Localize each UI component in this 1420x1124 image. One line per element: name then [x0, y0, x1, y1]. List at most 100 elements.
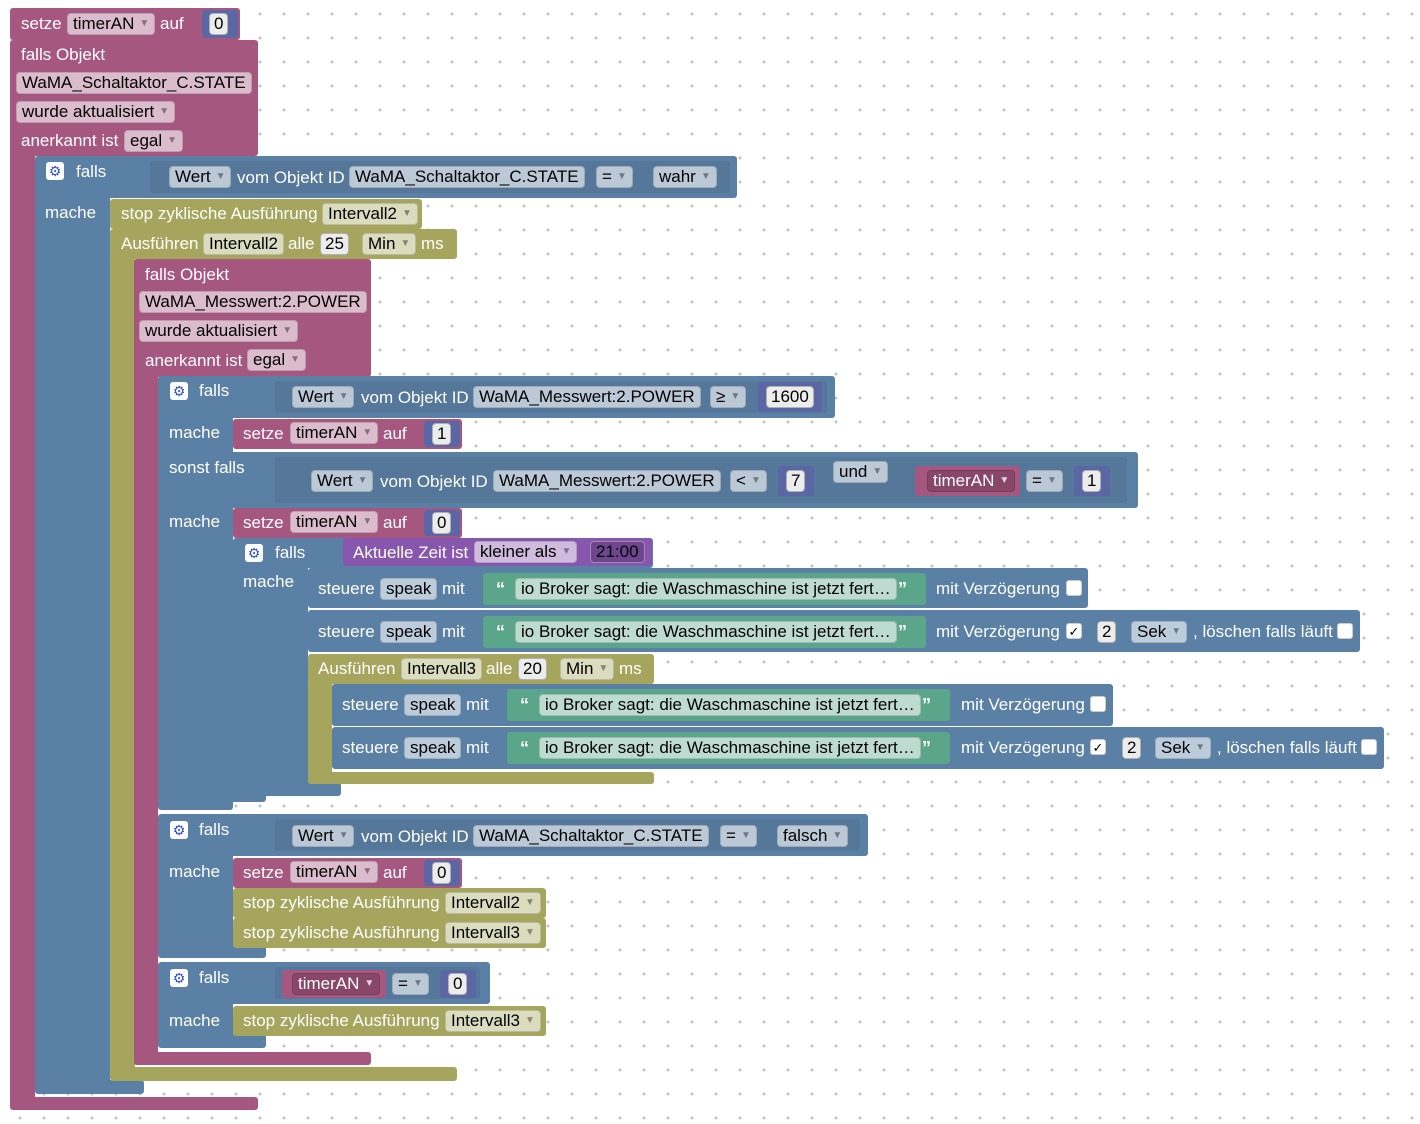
gear-icon[interactable]: ⚙	[170, 382, 188, 400]
block-label: falls	[76, 162, 107, 181]
number-field[interactable]: 20	[518, 658, 547, 680]
number-field[interactable]: 1600	[766, 386, 814, 408]
variable-dropdown[interactable]: timerAN▼	[290, 422, 379, 444]
number-field[interactable]: 0	[432, 512, 452, 534]
interval-dropdown[interactable]: Intervall3▼	[445, 922, 541, 944]
ack-dropdown[interactable]: egal▼	[247, 349, 307, 371]
interval-name-field[interactable]: Intervall3	[401, 658, 482, 680]
operator-dropdown[interactable]: <▼	[730, 470, 767, 492]
chevron-down-icon: ▼	[832, 829, 843, 841]
text-field[interactable]: io Broker sagt: die Waschmaschine ist je…	[515, 621, 897, 643]
quote-open-icon: “	[496, 579, 505, 599]
block-label: steuere	[342, 738, 399, 757]
operator-dropdown[interactable]: ≥▼	[710, 386, 747, 408]
operator-dropdown[interactable]: =▼	[720, 825, 757, 847]
block-label: falls Objekt	[21, 45, 106, 64]
gear-icon[interactable]: ⚙	[170, 969, 188, 987]
number-field[interactable]: 0	[448, 973, 468, 995]
clear-checkbox[interactable]	[1361, 739, 1377, 755]
time-field[interactable]: 21:00	[590, 541, 645, 563]
number-field[interactable]: 1	[432, 423, 452, 445]
chevron-down-icon: ▼	[401, 207, 412, 219]
unit-dropdown[interactable]: Min▼	[560, 658, 615, 680]
interval-dropdown[interactable]: Intervall3▼	[445, 1010, 541, 1032]
chevron-down-icon: ▼	[730, 390, 741, 402]
block-label: mit Verzögerung	[936, 622, 1060, 641]
trigger-block-spine	[10, 150, 35, 1108]
chevron-down-icon: ▼	[700, 170, 711, 182]
variable-block[interactable]	[282, 970, 386, 998]
object-id-field[interactable]: WaMA_Schaltaktor_C.STATE	[473, 825, 709, 847]
variable-block[interactable]	[915, 466, 1020, 496]
gear-icon[interactable]: ⚙	[245, 544, 263, 562]
delay-checkbox[interactable]	[1066, 580, 1082, 596]
block-label: sonst falls	[169, 458, 245, 477]
interval-block-bottom	[110, 1067, 457, 1081]
unit-dropdown[interactable]: Min▼	[362, 233, 417, 255]
number-field[interactable]: 0	[209, 13, 229, 35]
variable-dropdown[interactable]: timerAN▼	[292, 973, 381, 995]
quote-close-icon: ”	[898, 622, 907, 642]
value-dropdown[interactable]: Wert▼	[292, 386, 355, 408]
delay-checkbox[interactable]	[1090, 696, 1106, 712]
variable-dropdown[interactable]: timerAN▼	[67, 13, 156, 35]
interval-dropdown[interactable]: Intervall2▼	[445, 892, 541, 914]
object-dropdown[interactable]: speak	[404, 737, 462, 759]
operator-dropdown[interactable]: =▼	[1026, 470, 1063, 492]
operator-dropdown[interactable]: =▼	[392, 973, 429, 995]
object-id-field[interactable]: WaMA_Messwert:2.POWER	[139, 291, 367, 313]
trigger-block-spine	[134, 370, 158, 1060]
trigger-type-dropdown[interactable]: wurde aktualisiert▼	[16, 101, 176, 123]
object-dropdown[interactable]: speak	[380, 621, 438, 643]
text-field[interactable]: io Broker sagt: die Waschmaschine ist je…	[539, 694, 921, 716]
object-id-field[interactable]: WaMA_Schaltaktor_C.STATE	[349, 166, 585, 188]
chevron-down-icon: ▼	[524, 1014, 535, 1026]
delay-checkbox[interactable]: ✓	[1090, 739, 1106, 755]
block-label: vom Objekt ID	[361, 388, 469, 407]
logic-operator-dropdown[interactable]: und▼	[833, 461, 889, 483]
number-field[interactable]: 1	[1082, 470, 1102, 492]
boolean-dropdown[interactable]: wahr▼	[653, 166, 717, 188]
block-label: mache	[45, 203, 97, 222]
number-field[interactable]: 7	[786, 470, 806, 492]
trigger-type-dropdown[interactable]: wurde aktualisiert▼	[139, 320, 299, 342]
text-field[interactable]: io Broker sagt: die Waschmaschine ist je…	[539, 737, 921, 759]
clear-checkbox[interactable]	[1337, 623, 1353, 639]
block-label: auf	[383, 863, 407, 882]
unit-dropdown[interactable]: Sek▼	[1131, 621, 1188, 643]
value-dropdown[interactable]: Wert▼	[169, 166, 232, 188]
chevron-down-icon: ▼	[159, 105, 170, 117]
interval-name-field[interactable]: Intervall2	[203, 233, 284, 255]
ack-dropdown[interactable]: egal▼	[124, 130, 184, 152]
object-id-field[interactable]: WaMA_Schaltaktor_C.STATE	[16, 72, 252, 94]
chevron-down-icon: ▼	[412, 977, 423, 989]
time-operator-dropdown[interactable]: kleiner als▼	[474, 541, 578, 563]
interval-dropdown[interactable]: Intervall2▼	[322, 203, 418, 225]
variable-dropdown[interactable]: timerAN▼	[290, 861, 379, 883]
number-field[interactable]: 0	[432, 862, 452, 884]
object-id-field[interactable]: WaMA_Messwert:2.POWER	[473, 386, 701, 408]
text-field[interactable]: io Broker sagt: die Waschmaschine ist je…	[515, 578, 897, 600]
quote-close-icon: ”	[922, 738, 931, 758]
block-label: setze	[21, 14, 62, 33]
variable-dropdown[interactable]: timerAN▼	[290, 511, 379, 533]
chevron-down-icon: ▼	[1195, 741, 1206, 753]
interval-block-spine	[110, 255, 135, 1080]
number-field[interactable]: 25	[320, 233, 349, 255]
number-field[interactable]: 2	[1122, 737, 1142, 759]
delay-checkbox[interactable]: ✓	[1066, 623, 1082, 639]
operator-dropdown[interactable]: =▼	[596, 166, 633, 188]
gear-icon[interactable]: ⚙	[170, 821, 188, 839]
object-id-field[interactable]: WaMA_Messwert:2.POWER	[493, 470, 721, 492]
variable-dropdown[interactable]: timerAN▼	[927, 470, 1016, 492]
object-dropdown[interactable]: speak	[404, 694, 462, 716]
gear-icon[interactable]: ⚙	[46, 162, 64, 180]
object-dropdown[interactable]: speak	[380, 578, 438, 600]
unit-dropdown[interactable]: Sek▼	[1155, 737, 1212, 759]
value-dropdown[interactable]: Wert▼	[292, 825, 355, 847]
number-field[interactable]: 2	[1097, 621, 1117, 643]
chevron-down-icon: ▼	[215, 170, 226, 182]
boolean-dropdown[interactable]: falsch▼	[777, 825, 849, 847]
chevron-down-icon: ▼	[1046, 474, 1057, 486]
value-dropdown[interactable]: Wert▼	[311, 470, 374, 492]
